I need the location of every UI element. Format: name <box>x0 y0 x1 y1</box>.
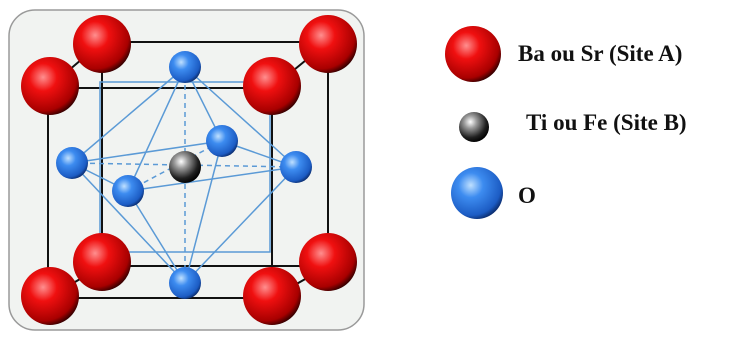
bond-line <box>127 66 186 192</box>
site-a-atom <box>73 233 131 291</box>
bond-line <box>184 66 297 168</box>
bond-line <box>71 140 223 164</box>
legend-item-site-a: Ba ou Sr (Site A) <box>445 26 682 82</box>
site-a-atom <box>299 233 357 291</box>
bond-line <box>127 190 186 284</box>
bond-line <box>71 162 186 284</box>
site-b-atom <box>169 151 201 183</box>
oxygen-atom <box>112 175 144 207</box>
legend-label-site-b: Ti ou Fe (Site B) <box>526 110 687 135</box>
site-a-atom <box>243 267 301 325</box>
oxygen-atom <box>56 147 88 179</box>
oxygen-atom <box>169 267 201 299</box>
oxygen-atom <box>206 125 238 157</box>
bond-line <box>184 166 297 284</box>
site-a-atom <box>73 15 131 73</box>
legend-label-site-a: Ba ou Sr (Site A) <box>518 41 682 66</box>
site-a-atom <box>21 267 79 325</box>
black-sphere-icon <box>459 112 489 142</box>
legend-label-oxygen: O <box>518 183 536 208</box>
site-a-atom <box>243 57 301 115</box>
oxygen-atom <box>169 51 201 83</box>
bond-line <box>127 166 297 192</box>
legend-item-site-b: Ti ou Fe (Site B) <box>459 110 687 142</box>
legend: Ba ou Sr (Site A) Ti ou Fe (Site B) O <box>445 26 687 219</box>
cube-back-face <box>101 41 329 267</box>
blue-sphere-icon <box>451 167 503 219</box>
bond-line <box>71 66 186 164</box>
red-sphere-icon <box>445 26 501 82</box>
oxygen-atom <box>280 151 312 183</box>
site-a-atom <box>299 15 357 73</box>
bond-line <box>184 140 223 284</box>
site-a-atom <box>21 57 79 115</box>
legend-item-oxygen: O <box>451 167 536 219</box>
